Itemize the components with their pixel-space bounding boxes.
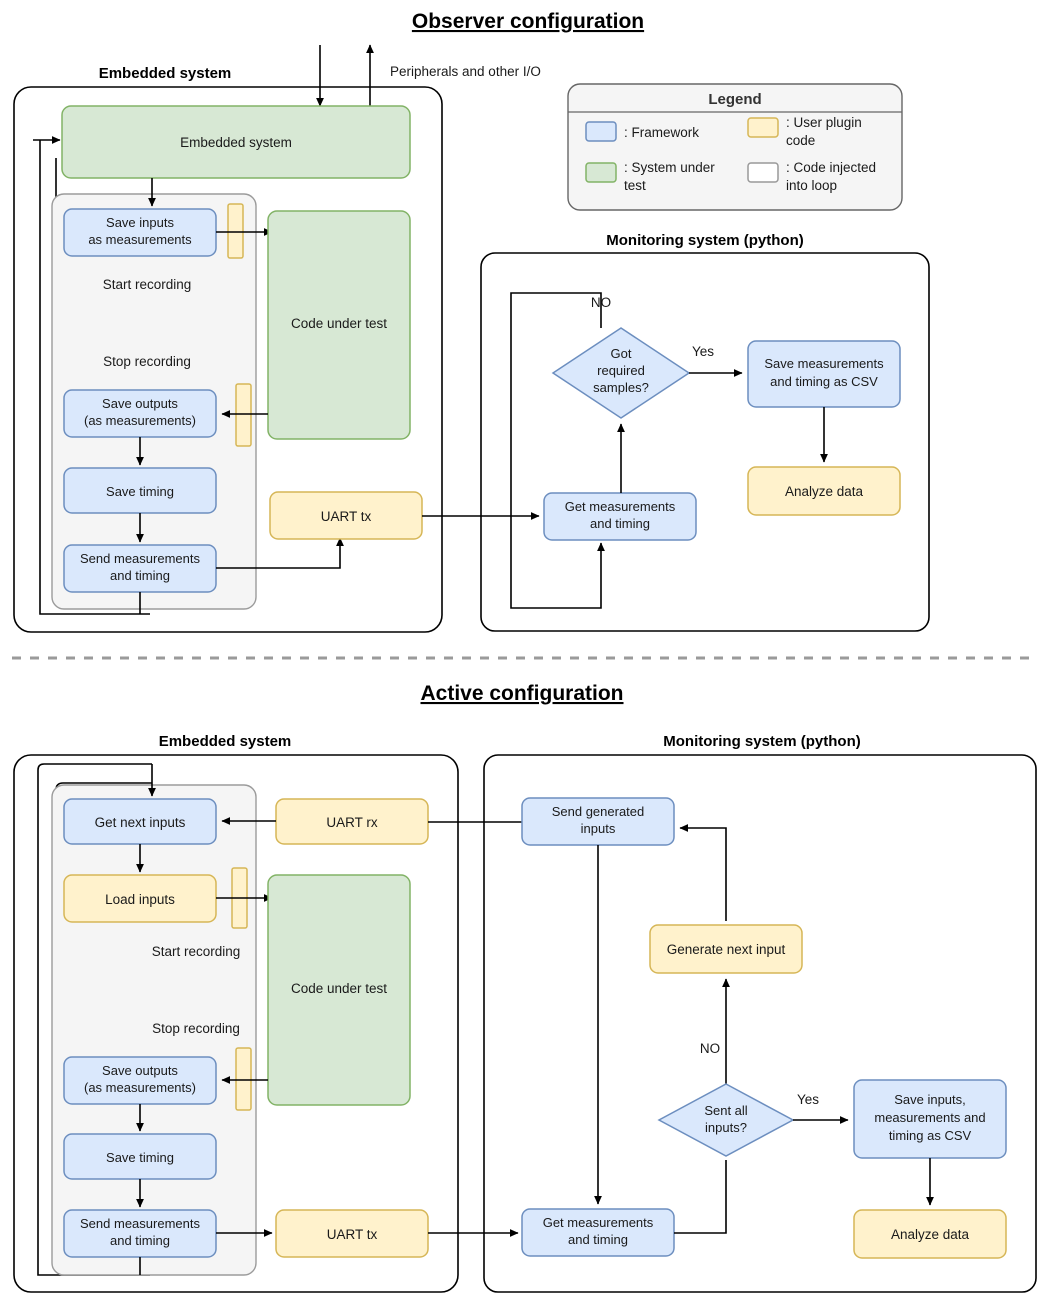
active-sent-all-diamond[interactable]: [657, 1083, 795, 1157]
active-get-meas-line2: and timing: [568, 1232, 628, 1247]
legend-user-plugin-line1: : User plugin: [786, 115, 862, 130]
injected-code-swatch: [747, 162, 779, 183]
observer-send-meas-line2: and timing: [110, 568, 170, 583]
active-save-csv-line1: Save inputs,: [894, 1092, 966, 1107]
observer-embedded-system-box[interactable]: [61, 105, 411, 179]
active-generate-next-label: Generate next input: [667, 942, 786, 957]
observer-analyze-label: Analyze data: [785, 484, 864, 499]
observer-save-outputs-line1: Save outputs: [102, 396, 178, 411]
active-embedded-title: Embedded system: [159, 733, 292, 750]
active-save-outputs-line1: Save outputs: [102, 1063, 178, 1078]
observer-start-recording-label: Start recording: [103, 277, 192, 292]
observer-save-inputs-line2: as measurements: [88, 232, 192, 247]
observer-embedded-outer-frame: [13, 86, 443, 633]
observer-got-samples-line2: required: [597, 363, 645, 378]
active-get-meas-line1: Get measurements: [543, 1215, 654, 1230]
active-load-inputs-label: Load inputs: [105, 892, 175, 907]
observer-get-meas-box[interactable]: [543, 492, 697, 541]
observer-send-meas-line1: Send measurements: [80, 551, 200, 566]
active-no-label: NO: [700, 1041, 720, 1056]
active-analyze-box[interactable]: [853, 1209, 1007, 1259]
active-uart-tx-label: UART tx: [327, 1227, 378, 1242]
active-section-title: Active configuration: [420, 682, 623, 705]
observer-analyze-box[interactable]: [747, 466, 901, 516]
observer-got-samples-line3: samples?: [593, 380, 649, 395]
active-uart-rx-label: UART rx: [326, 815, 378, 830]
observer-no-loop-path: [510, 292, 605, 609]
active-sent-all-line2: inputs?: [705, 1120, 747, 1135]
framework-swatch: [585, 121, 617, 142]
observer-save-outputs-line2: (as measurements): [84, 413, 196, 428]
active-injected-bar-stop[interactable]: [235, 1047, 252, 1111]
legend-user-plugin-line2: code: [786, 133, 815, 148]
observer-get-meas-line1: Get measurements: [565, 499, 676, 514]
active-send-generated-line1: Send generated: [552, 804, 645, 819]
observer-embedded-title: Embedded system: [99, 65, 232, 82]
observer-embedded-system-label: Embedded system: [180, 135, 292, 150]
active-sent-all-line1: Sent all: [704, 1103, 747, 1118]
observer-stop-recording-label: Stop recording: [103, 354, 191, 369]
legend-sut-line1: : System under: [624, 160, 715, 175]
active-save-timing-label: Save timing: [106, 1150, 174, 1165]
legend-sut-line2: test: [624, 178, 646, 193]
observer-save-timing-label: Save timing: [106, 484, 174, 499]
active-send-meas-line2: and timing: [110, 1233, 170, 1248]
observer-save-inputs-line1: Save inputs: [106, 215, 174, 230]
active-save-csv-line2: measurements and: [874, 1110, 985, 1125]
legend-injected-line2: into loop: [786, 178, 837, 193]
legend-framework-label: : Framework: [624, 125, 699, 140]
legend-panel: [567, 83, 903, 211]
active-analyze-label: Analyze data: [891, 1227, 970, 1242]
active-yes-label: Yes: [797, 1092, 819, 1107]
observer-edge-send-to-uart: [216, 537, 344, 569]
active-embedded-outer-frame: [13, 754, 459, 1293]
active-monitor-title: Monitoring system (python): [663, 733, 861, 750]
active-code-under-test-label: Code under test: [291, 981, 387, 996]
active-outer-loop-top: [37, 763, 152, 771]
system-under-test-swatch: [585, 162, 617, 183]
active-send-generated-line2: inputs: [581, 821, 616, 836]
observer-section-title: Observer configuration: [412, 10, 644, 33]
active-monitor-frame: [483, 754, 1037, 1293]
observer-uart-tx-label: UART tx: [321, 509, 372, 524]
observer-save-csv-line1: Save measurements: [764, 356, 884, 371]
observer-io-note: Peripherals and other I/O: [390, 64, 541, 79]
observer-save-csv-line2: and timing as CSV: [770, 374, 878, 389]
observer-yes-label: Yes: [692, 344, 714, 359]
observer-injected-bar-stop[interactable]: [235, 383, 252, 447]
observer-outer-loop-path: [39, 140, 150, 615]
legend-title: Legend: [708, 91, 761, 108]
observer-get-meas-line2: and timing: [590, 516, 650, 531]
active-edge-generate-to-sendgen: [679, 824, 727, 921]
observer-monitor-title: Monitoring system (python): [606, 232, 804, 249]
active-send-meas-line1: Send measurements: [80, 1216, 200, 1231]
legend-injected-line1: : Code injected: [786, 160, 876, 175]
user-plugin-swatch: [747, 117, 779, 138]
observer-injected-bar-start[interactable]: [227, 203, 244, 259]
active-code-under-test-box[interactable]: [267, 874, 411, 1106]
active-edge-getmeas-to-diamond: [674, 1160, 727, 1234]
observer-code-under-test-label: Code under test: [291, 316, 387, 331]
active-generate-next-box[interactable]: [649, 924, 803, 974]
observer-code-under-test-box[interactable]: [267, 210, 411, 440]
active-start-recording-label: Start recording: [152, 944, 241, 959]
active-stop-recording-label: Stop recording: [152, 1021, 240, 1036]
observer-monitor-frame: [480, 252, 930, 632]
observer-got-samples-diamond[interactable]: [551, 327, 691, 419]
active-save-csv-line3: timing as CSV: [889, 1128, 972, 1143]
active-get-next-inputs-label: Get next inputs: [95, 815, 186, 830]
observer-got-samples-line1: Got: [611, 346, 632, 361]
active-save-outputs-line2: (as measurements): [84, 1080, 196, 1095]
observer-no-label: NO: [591, 295, 611, 310]
